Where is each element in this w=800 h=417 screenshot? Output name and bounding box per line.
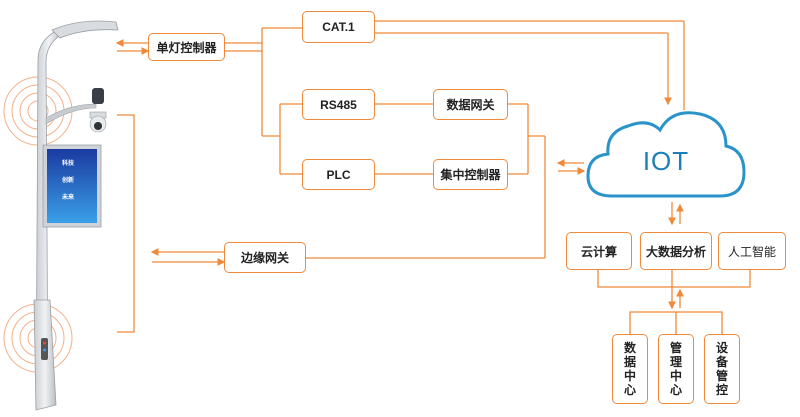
cloud-computing-box: 云计算 <box>566 232 632 270</box>
plc-box: PLC <box>302 159 375 190</box>
data-center-char: 数 <box>623 341 636 355</box>
screen-text-3: 未来 <box>62 195 75 201</box>
data-center-box: 数 据 中 心 <box>612 334 648 404</box>
central-controller-box: 集中控制器 <box>433 159 508 190</box>
smart-pole-illustration <box>3 20 119 411</box>
device-control-char: 管 <box>715 369 728 383</box>
device-control-char: 设 <box>715 341 728 355</box>
rs485-box: RS485 <box>302 89 375 120</box>
device-control-box: 设 备 管 控 <box>704 334 740 404</box>
management-center-box: 管 理 中 心 <box>658 334 694 404</box>
edge-gateway-box: 边缘网关 <box>224 242 306 273</box>
data-center-char: 心 <box>623 383 636 397</box>
screen-text-1: 科技 <box>62 161 75 167</box>
iot-label: IOT <box>642 146 690 176</box>
cat1-box: CAT.1 <box>302 11 375 43</box>
data-center-char: 中 <box>623 369 636 383</box>
screen-text-2: 创新 <box>62 178 75 184</box>
single-lamp-controller-box: 单灯控制器 <box>148 33 225 61</box>
data-gateway-box: 数据网关 <box>433 89 508 120</box>
management-center-char: 中 <box>669 369 682 383</box>
management-center-char: 心 <box>669 383 682 397</box>
device-control-char: 控 <box>715 383 728 397</box>
iot-cloud <box>586 111 746 198</box>
ai-box: 人工智能 <box>718 232 786 270</box>
management-center-char: 理 <box>669 355 682 369</box>
management-center-char: 管 <box>669 341 682 355</box>
big-data-box: 大数据分析 <box>640 232 712 270</box>
data-center-char: 据 <box>623 355 636 369</box>
device-control-char: 备 <box>715 355 728 369</box>
connector-lines <box>115 17 751 334</box>
